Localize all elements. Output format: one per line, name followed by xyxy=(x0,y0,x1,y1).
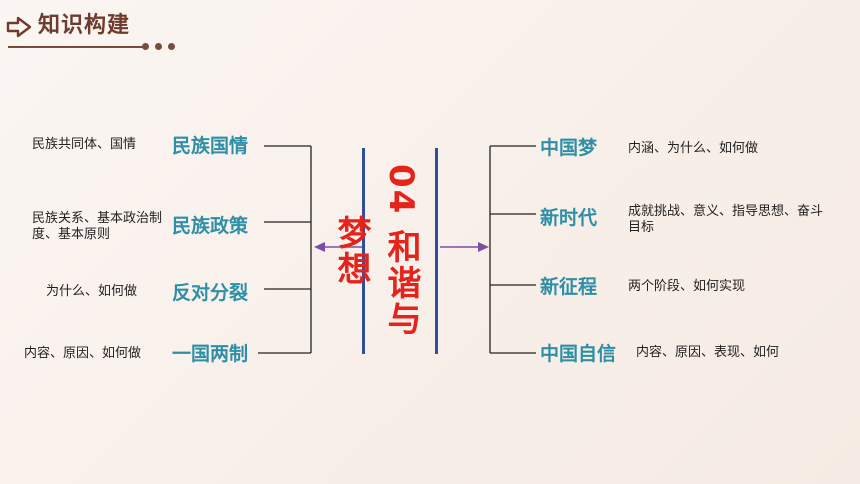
right-branch-keyword: 新征程 xyxy=(540,276,598,298)
left-branch-description: 内容、原因、如何做 xyxy=(24,346,142,361)
left-branch-keyword: 民族国情 xyxy=(172,135,249,157)
center-title: 04 和谐与梦想 xyxy=(331,164,421,338)
center-frame-left xyxy=(362,148,365,354)
left-branch-description: 民族关系、基本政治制度、基本原则 xyxy=(32,211,163,242)
right-branch-keyword: 中国梦 xyxy=(540,137,598,159)
right-branch-description: 内容、原因、表现、如何 xyxy=(636,345,780,360)
header-dot xyxy=(142,43,149,50)
center-frame-right xyxy=(435,148,438,354)
left-branch-description: 为什么、如何做 xyxy=(46,284,138,299)
left-branch-keyword: 一国两制 xyxy=(172,343,249,365)
left-branch-keyword: 反对分裂 xyxy=(172,282,249,304)
right-branch-keyword: 新时代 xyxy=(540,207,598,229)
right-branch-description: 两个阶段、如何实现 xyxy=(628,279,746,294)
page-title: 知识构建 xyxy=(38,13,131,38)
right-branch-description: 成就挑战、意义、指导思想、奋斗目标 xyxy=(628,204,824,235)
header-underline xyxy=(8,46,144,48)
arrow-right-icon xyxy=(6,16,32,38)
right-branch-description: 内涵、为什么、如何做 xyxy=(628,141,759,156)
header-dot xyxy=(168,43,175,50)
right-branch-keyword: 中国自信 xyxy=(540,343,617,365)
left-branch-keyword: 民族政策 xyxy=(172,215,249,237)
left-branch-description: 民族共同体、国情 xyxy=(32,137,137,152)
header-dot xyxy=(155,43,162,50)
